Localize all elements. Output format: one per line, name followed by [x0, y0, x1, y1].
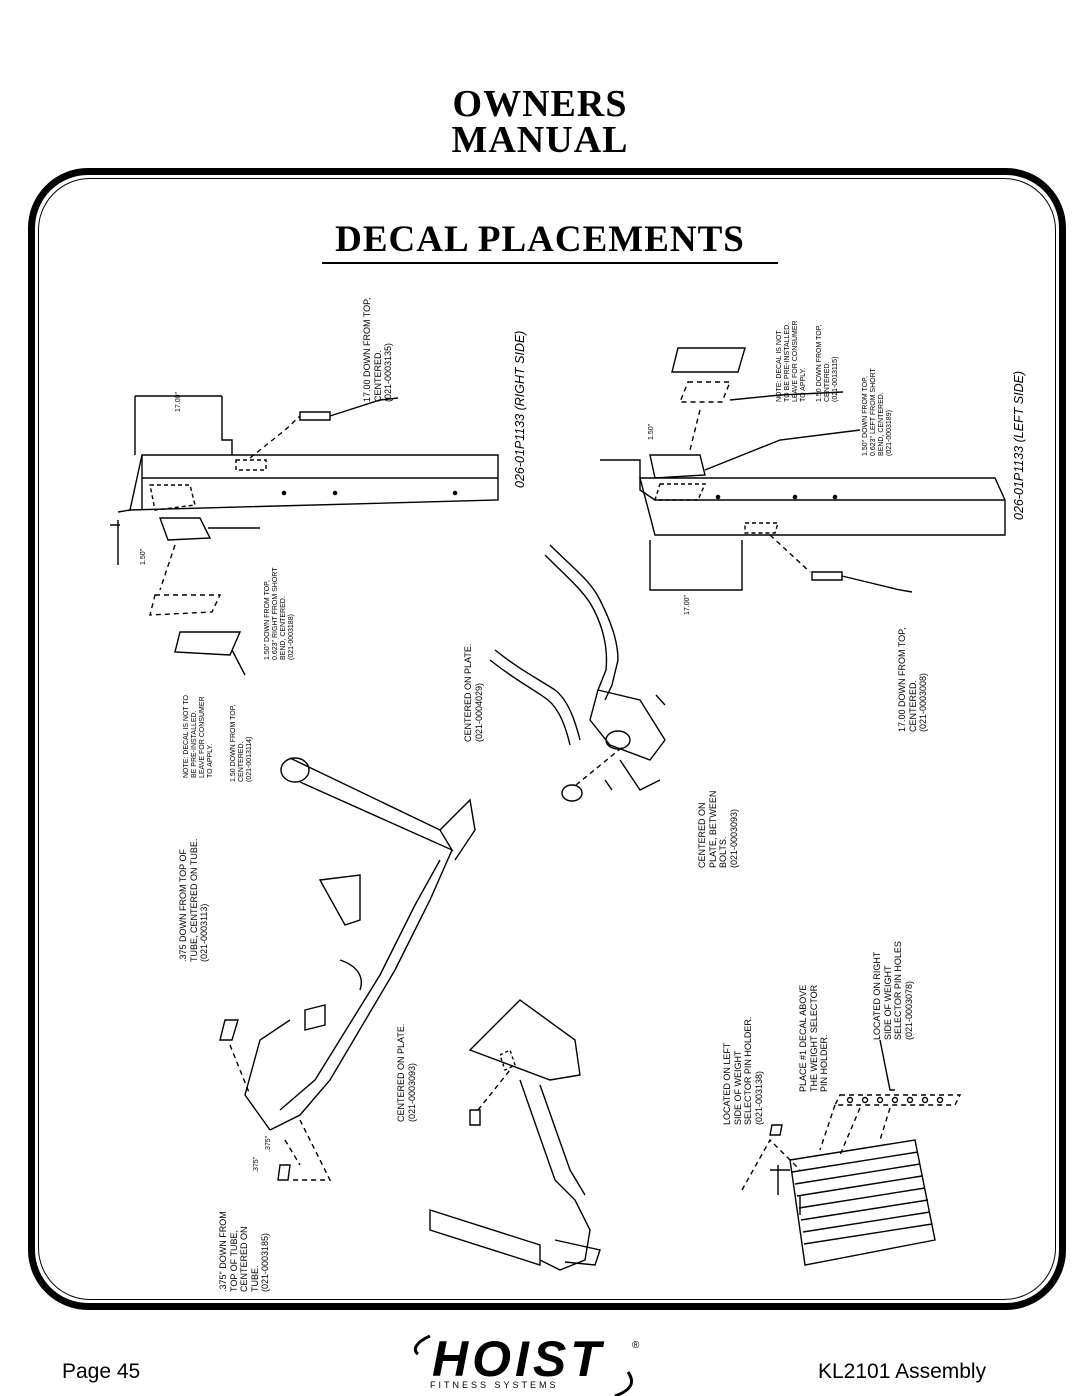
- seat-centered-plate-note: CENTERED ON PLATE. (021-0003093): [396, 1023, 417, 1122]
- frame-dim-375-b: .375": [265, 1135, 272, 1152]
- handle-between-bolts-note: CENTERED ON PLATE, BETWEEN BOLTS. (021-0…: [697, 790, 739, 868]
- page-frame-inner: [38, 178, 1056, 1300]
- logo-swoosh: [413, 1334, 633, 1396]
- right-top-note: 17.00 DOWN FROM TOP, CENTERED. (021-0003…: [362, 297, 393, 402]
- stack-right-side-note: LOCATED ON RIGHT SIDE OF WEIGHT SELECTOR…: [872, 941, 914, 1040]
- hoist-logo: HOIST FITNESS SYSTEMS ®: [410, 1330, 660, 1396]
- page-title: DECAL PLACEMENTS: [335, 219, 745, 260]
- right-consumer-note: NOTE: DECAL IS NOT TO BE PRE-INSTALLED. …: [183, 695, 214, 778]
- title-underline: [322, 262, 778, 264]
- main-frame-drawing: [219, 757, 476, 1181]
- logo-wordmark: HOIST: [432, 1331, 605, 1387]
- left-17-centered-note: 17.00 DOWN FROM TOP, CENTERED. (021-0003…: [897, 627, 928, 732]
- left-side-upright-drawing: [600, 347, 1006, 593]
- page-number: Page 45: [62, 1360, 141, 1383]
- manual-header-line1: OWNERS: [452, 83, 628, 125]
- left-150-centered-note: 1.50 DOWN FROM TOP, CENTERED. (021-00131…: [816, 324, 839, 402]
- left-short-bend-note: 1.50" DOWN FROM TOP, 0.623" LEFT FROM SH…: [862, 368, 893, 456]
- right-dim-150: 1.50": [140, 548, 147, 565]
- right-side-upright-drawing: [110, 395, 499, 676]
- handle-assembly-drawing: [489, 544, 666, 802]
- right-dim-17: 17.00": [175, 391, 182, 412]
- left-dim-17: 17.00": [684, 594, 691, 615]
- model-assembly-label: KL2101 Assembly: [818, 1360, 987, 1383]
- stack-left-side-note: LOCATED ON LEFT SIDE OF WEIGHT SELECTOR …: [722, 1016, 764, 1125]
- logo-registered-mark: ®: [632, 1340, 640, 1351]
- weight-stack-drawing: [741, 1039, 962, 1266]
- left-side-part-id: 026-01P1133 (LEFT SIDE): [1012, 370, 1026, 520]
- handle-centered-plate-note: CENTERED ON PLATE. (021-0004029): [463, 643, 484, 742]
- manual-header-line2: MANUAL: [451, 119, 629, 161]
- frame-375-top-note: .375 DOWN FROM TOP OF TUBE, CENTERED ON …: [178, 838, 209, 962]
- page-frame-outer: [28, 168, 1066, 1310]
- logo-subtitle: FITNESS SYSTEMS: [430, 1380, 559, 1390]
- right-side-part-id: 026-01P1133 (RIGHT SIDE): [513, 330, 527, 488]
- left-dim-150: 1.50": [648, 423, 655, 440]
- seat-assembly-drawing: [429, 999, 601, 1271]
- frame-375-bottom-note: .375" DOWN FROM TOP OF TUBE, CENTERED ON…: [218, 1211, 270, 1292]
- right-short-bend-note: 1.50" DOWN FROM TOP, 0.623" RIGHT FROM S…: [264, 567, 295, 660]
- right-150-centered-note: 1.50 DOWN FROM TOP, CENTERED. (021-00131…: [230, 704, 253, 782]
- left-consumer-note: NOTE: DECAL IS NOT TO BE PRE-INSTALLED. …: [776, 320, 807, 402]
- stack-place-1-note: PLACE #1 DECAL ABOVE THE WEIGHT SELECTOR…: [798, 984, 829, 1092]
- frame-dim-375-a: .375": [253, 1156, 260, 1173]
